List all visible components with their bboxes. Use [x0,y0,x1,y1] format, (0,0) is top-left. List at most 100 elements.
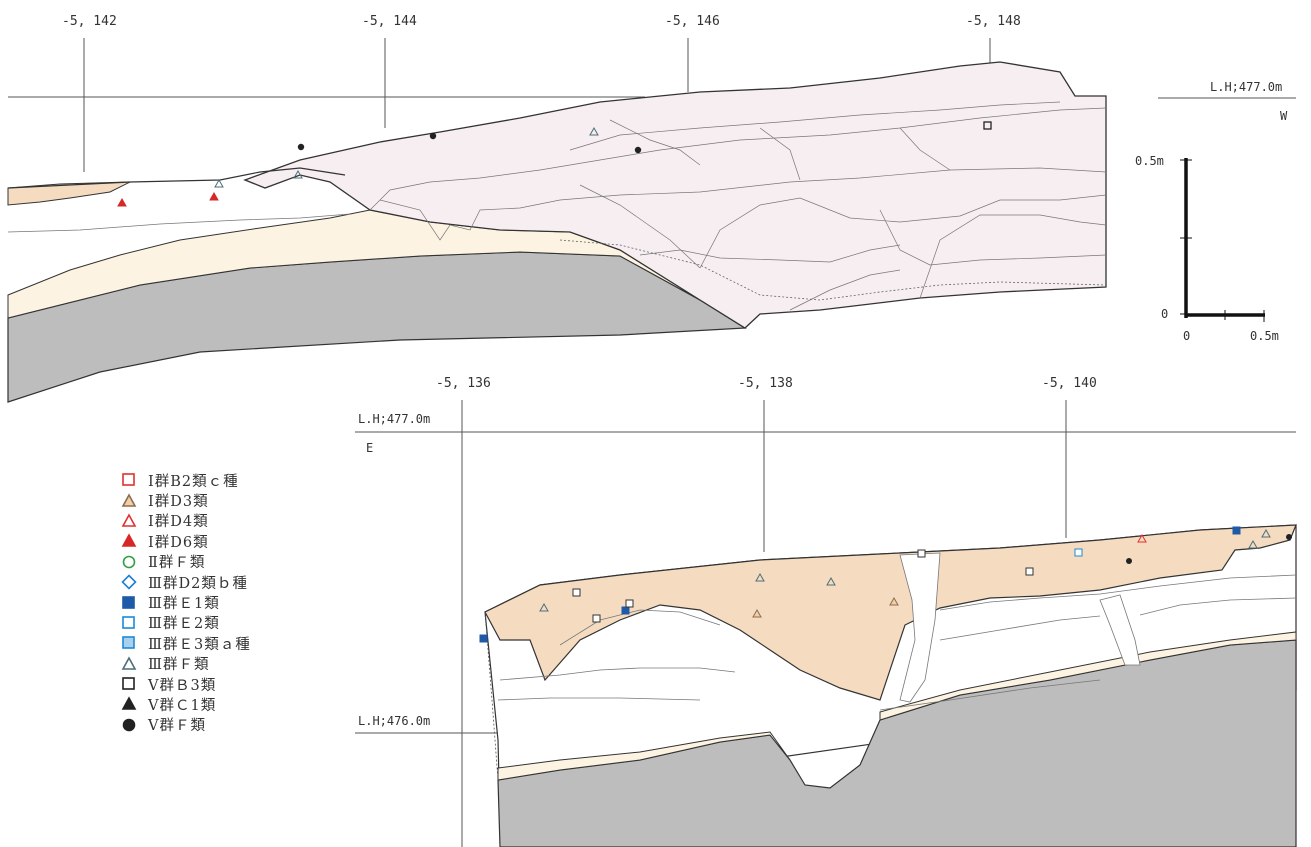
legend-item: Ⅱ群Ｆ類 [118,552,348,572]
lower-section: -5, 136 -5, 138 -5, 140 L.H;477.0m E L.H… [355,376,1297,847]
scale-x-start-label: 0 [1183,329,1190,343]
legend-item: Ⅴ群Ｂ3類 [118,674,348,694]
dotted-boundary [559,239,1107,301]
triangle-open-icon [118,511,140,531]
square-open-icon [118,674,140,694]
artifact-v-f [297,143,305,151]
legend-label: Ⅴ群Ｂ3類 [148,677,217,694]
triangle-filled-icon [118,491,140,511]
upper-surface-line [7,167,346,189]
diamond-open-icon [118,572,140,592]
circle-open-icon [118,552,140,572]
legend-item: Ⅰ群D4類 [118,511,348,531]
orange-layer [7,181,131,206]
legend-label: Ⅲ群Ｅ2類 [148,616,220,633]
triangle-filled-icon [118,694,140,714]
artifact-iii-f [1248,539,1258,549]
upper-artifacts [117,121,992,207]
lower-strata-lines [497,574,1297,711]
artifact-v-f [1286,534,1292,540]
legend-label: Ⅱ群Ｆ類 [148,555,206,572]
artifact-v-b3 [983,121,992,130]
lower-orange-layer [484,524,1297,701]
lower-level-label-476: L.H;476.0m [358,714,430,728]
legend-label: Ⅲ群Ｅ3類ａ種 [148,636,251,653]
artifact-iii-f [539,602,549,612]
legend-item: Ⅰ群D3類 [118,490,348,510]
inner-boundary [7,213,351,233]
lower-artifacts [479,526,1292,643]
grid-label: -5, 142 [62,14,117,29]
legend: Ⅰ群B2類ｃ種 Ⅰ群D3類 Ⅰ群D4類 Ⅰ群D6類 Ⅱ群Ｆ類 Ⅲ群D2類ｂ種 Ⅲ群Ｅ1類 Ⅲ群… [118,470,348,735]
artifact-iii-f [826,576,836,586]
legend-label: Ⅴ群Ｃ1類 [148,698,217,714]
artifact-i-d4 [1137,533,1147,543]
legend-item: Ⅲ群D2類ｂ種 [118,572,348,592]
grid-label: -5, 146 [665,14,720,29]
legend-label: Ⅰ群D3類 [148,494,209,511]
artifact-i-d3 [752,608,762,618]
artifact-iii-e2 [1074,548,1083,557]
grid-label: -5, 144 [362,14,417,29]
legend-item: Ⅰ群B2類ｃ種 [118,470,348,490]
lower-cream-band [497,731,791,781]
artifact-iii-f [214,178,224,188]
artifact-iii-f [293,169,303,179]
scale-top-label: 0.5m [1135,154,1164,168]
square-open-icon [118,613,140,633]
artifact-iii-f [1261,528,1271,538]
artifact-iii-e1 [1232,526,1241,535]
scale-origin-label: 0 [1161,307,1168,321]
legend-item: Ⅲ群Ｆ類 [118,654,348,674]
square-open-icon [118,470,140,490]
legend-item: Ⅰ群D6類 [118,531,348,551]
lower-direction-label: E [366,441,373,455]
legend-item: Ⅲ群Ｅ3類ａ種 [118,633,348,653]
legend-item: Ⅴ群Ｆ類 [118,715,348,735]
legend-label: Ⅲ群Ｆ類 [148,657,210,674]
legend-label: Ⅰ群D4類 [148,514,209,531]
legend-label: Ⅲ群Ｅ1類 [148,596,220,613]
artifact-v-f [634,146,642,154]
pink-deposit-layer [243,61,1107,329]
upper-section: -5, 142 -5, 144 -5, 146 -5, 148 L.H;477.… [7,14,1296,403]
artifact-v-b3 [917,549,926,558]
square-filled-icon [118,633,140,653]
artifact-v-f [429,132,437,140]
artifact-iii-f [755,572,765,582]
legend-label: Ⅰ群B2類ｃ種 [148,473,239,490]
scale-x-end-label: 0.5m [1250,329,1279,343]
grid-label: -5, 138 [738,376,793,391]
artifact-v-b3 [1025,567,1034,576]
triangle-open-icon [118,654,140,674]
grid-label: -5, 148 [966,14,1021,29]
artifact-v-f [1126,558,1132,564]
circle-filled-icon [118,715,140,735]
lower-crack [899,552,941,703]
artifact-iii-e1 [621,606,630,615]
legend-label: Ⅰ群D6類 [148,534,209,551]
legend-item: Ⅲ群Ｅ1類 [118,592,348,612]
lower-level-label-477: L.H;477.0m [358,412,430,426]
artifact-v-b3 [592,614,601,623]
artifact-i-d6 [117,197,127,207]
upper-level-label: L.H;477.0m [1210,80,1282,94]
grid-label: -5, 140 [1042,376,1097,391]
legend-label: Ⅴ群Ｆ類 [148,718,206,735]
square-filled-icon [118,593,140,613]
artifact-iii-e1 [479,634,488,643]
legend-label: Ⅲ群D2類ｂ種 [148,575,248,592]
artifact-i-d3 [889,596,899,606]
lower-cream-band-right [879,631,1297,721]
legend-item: Ⅲ群Ｅ2類 [118,613,348,633]
internal-strata-lines [369,101,1107,311]
upper-direction-label: W [1280,109,1288,123]
artifact-iii-f [589,126,599,136]
legend-item: Ⅴ群Ｃ1類 [118,694,348,714]
grid-label: -5, 136 [436,376,491,391]
triangle-filled-icon [118,531,140,551]
artifact-v-b3 [625,599,634,608]
artifact-i-d6 [209,191,219,201]
lower-crack-right [1099,594,1141,666]
